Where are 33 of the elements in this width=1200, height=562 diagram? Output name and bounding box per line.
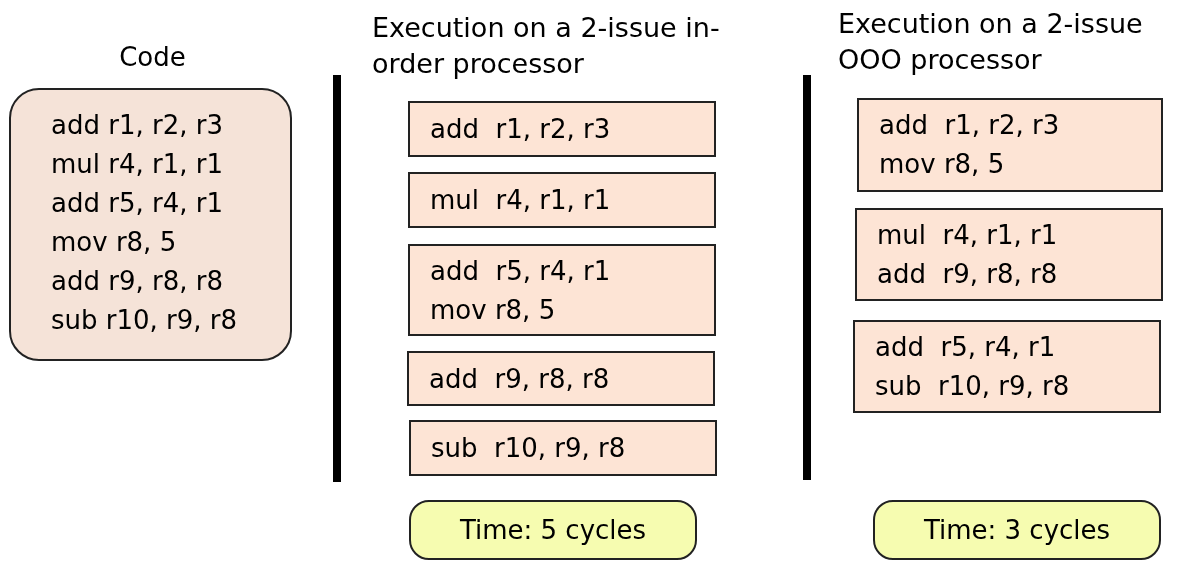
time-text: Time: 5 cycles [459,513,647,547]
time-badge [873,500,1161,560]
code-line: sub r10, r9, r8 [51,304,239,337]
instruction-text: add r1, r2, r3 [430,113,611,146]
instruction-box [408,244,716,336]
instruction-text: mul r4, r1, r1 [430,184,611,217]
column-heading: Execution on a 2-issue OOO processor [838,7,1144,77]
column-heading: Execution on a 2-issue in-order processor [372,11,721,81]
instruction-text: mov r8, 5 [430,294,556,327]
code-line: mul r4, r1, r1 [51,148,225,181]
code-line: mov r8, 5 [51,226,178,259]
instruction-box [409,420,717,476]
instruction-box [853,320,1161,413]
time-text: Time: 3 cycles [923,513,1111,547]
code-line: add r5, r4, r1 [51,187,224,220]
instruction-box [855,208,1163,301]
instruction-box [407,351,715,406]
instruction-text: sub r10, r9, r8 [875,370,1070,403]
instruction-text: add r9, r8, r8 [877,258,1058,291]
instruction-text: add r9, r8, r8 [429,363,610,396]
instruction-text: sub r10, r9, r8 [431,432,626,465]
time-badge [409,500,697,560]
column-heading: Code [118,41,187,74]
instruction-text: add r5, r4, r1 [875,331,1056,364]
code-line: add r9, r8, r8 [51,265,224,298]
instruction-text: add r5, r4, r1 [430,255,611,288]
instruction-text: add r1, r2, r3 [879,109,1060,142]
instruction-box [857,98,1163,192]
instruction-box [408,101,716,157]
code-line: add r1, r2, r3 [51,109,224,142]
instruction-text: mov r8, 5 [879,148,1005,181]
instruction-box [408,172,716,228]
instruction-text: mul r4, r1, r1 [877,219,1058,252]
